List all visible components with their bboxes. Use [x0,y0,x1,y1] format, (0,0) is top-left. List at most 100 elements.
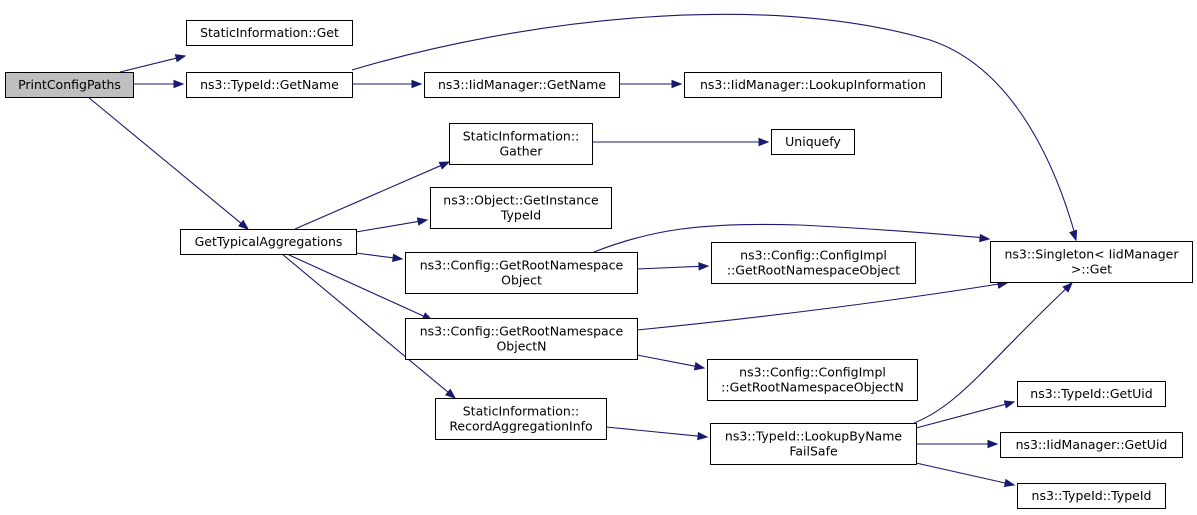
node-typeid-typeid[interactable]: ns3::TypeId::TypeId [1017,483,1166,509]
edge-printconfigpaths-to-typeid-getname-arrowhead [173,79,185,89]
edge-typeid-lookupbynamefailsafe-to-typeid-getuid-arrowhead [1003,400,1016,409]
node-uniquefy[interactable]: Uniquefy [771,129,855,155]
node-config-getrootnamespaceobject-box [405,252,638,294]
edge-gettypicalaggregations-to-config-getrootnamespaceobjectn-line [286,253,425,318]
edge-gettypicalaggregations-to-config-getrootnamespaceobject [355,252,404,262]
node-typeid-getuid-box [1017,381,1166,407]
node-config-getrootnamespaceobjectn[interactable]: ns3::Config::GetRootNamespaceObjectN [405,318,638,360]
node-iidmanager-getname[interactable]: ns3::IidManager::GetName [424,72,620,98]
edge-iidmanager-getname-to-iidmanager-lookupinformation [619,79,683,89]
edge-gettypicalaggregations-to-object-getinstancetypeid [355,217,429,233]
edge-config-getrootnamespaceobjectn-to-singleton-get-line [636,282,1006,331]
edge-gettypicalaggregations-to-staticinfo-gather-line [294,164,442,230]
edge-typeid-lookupbynamefailsafe-to-typeid-typeid-arrowhead [1003,478,1016,488]
node-staticinfo-gather-label-1: Gather [500,144,544,159]
edge-gettypicalaggregations-to-config-getrootnamespaceobject-arrowhead [392,253,404,262]
node-typeid-typeid-label-0: ns3::TypeId::TypeId [1032,488,1152,503]
edge-staticinfo-gather-to-uniquefy-arrowhead [758,137,770,147]
edge-typeid-lookupbynamefailsafe-to-singleton-get [913,282,1073,424]
node-config-getrootnamespaceobjectn-box [405,318,638,360]
edge-printconfigpaths-to-typeid-getname [133,79,185,89]
edge-staticinfo-recordaggregationinfo-to-typeid-lookupbynamefailsafe-arrowhead [697,431,709,441]
node-staticinfo-recordaggregationinfo-label-1: RecordAggregationInfo [449,419,592,434]
edge-typeid-lookupbynamefailsafe-to-iidmanager-getuid-arrowhead [987,439,999,449]
edge-typeid-getname-to-iidmanager-getname [352,79,423,89]
node-configimpl-getrootnamespaceobject-label-1: ::GetRootNamespaceObject [727,263,900,278]
node-singleton-get-box [990,241,1193,283]
node-uniquefy-box [771,129,855,155]
edge-config-getrootnamespaceobject-to-configimpl-getrootnamespaceobject [636,262,710,271]
node-config-getrootnamespaceobject-label-1: Object [501,273,542,288]
node-staticinfo-recordaggregationinfo-label-0: StaticInformation:: [463,404,580,419]
edge-config-getrootnamespaceobjectn-to-configimpl-getrootnamespaceobjectn-line [636,354,697,368]
edge-config-getrootnamespaceobject-to-singleton-get [593,223,991,253]
edge-gettypicalaggregations-to-object-getinstancetypeid-arrowhead [416,217,429,226]
edge-printconfigpaths-to-staticinfo-get-line [119,57,178,73]
edge-config-getrootnamespaceobjectn-to-singleton-get [636,280,1009,331]
edge-config-getrootnamespaceobject-to-configimpl-getrootnamespaceobject-line [636,265,701,270]
node-typeid-lookupbynamefailsafe-label-0: ns3::TypeId::LookupByName [725,429,902,444]
node-iidmanager-getname-box [424,72,620,98]
edge-typeid-lookupbynamefailsafe-to-typeid-typeid-line [915,462,1007,484]
edge-typeid-lookupbynamefailsafe-to-typeid-getuid [915,400,1016,429]
node-iidmanager-getuid[interactable]: ns3::IidManager::GetUid [1000,432,1183,458]
node-printconfigpaths[interactable]: PrintConfigPaths [5,72,134,98]
node-staticinfo-recordaggregationinfo-box [435,398,607,440]
node-staticinfo-get[interactable]: StaticInformation::Get [186,20,353,46]
node-singleton-get-label-0: ns3::Singleton< IidManager [1004,247,1179,262]
node-configimpl-getrootnamespaceobject-label-0: ns3::Config::ConfigImpl [740,248,887,263]
node-config-getrootnamespaceobject-label-0: ns3::Config::GetRootNamespace [420,258,624,273]
node-singleton-get[interactable]: ns3::Singleton< IidManager>::Get [990,241,1193,283]
node-typeid-getname[interactable]: ns3::TypeId::GetName [186,72,353,98]
node-typeid-lookupbynamefailsafe-box [710,423,917,465]
edge-printconfigpaths-to-gettypicalaggregations-line [87,96,243,225]
edge-printconfigpaths-to-gettypicalaggregations [87,96,250,230]
node-singleton-get-label-1: >::Get [1071,262,1112,277]
edge-config-getrootnamespaceobject-to-singleton-get-arrowhead [979,233,991,243]
node-iidmanager-lookupinformation-box [684,72,942,98]
node-gettypicalaggregations[interactable]: GetTypicalAggregations [180,229,357,255]
edge-config-getrootnamespaceobject-to-singleton-get-line [593,223,988,253]
node-iidmanager-getuid-box [1000,432,1183,458]
node-typeid-getuid[interactable]: ns3::TypeId::GetUid [1017,381,1166,407]
edge-typeid-lookupbynamefailsafe-to-iidmanager-getuid [916,439,999,449]
edge-typeid-getname-to-singleton-get-line [351,13,1077,239]
node-staticinfo-gather[interactable]: StaticInformation::Gather [449,123,593,165]
edge-config-getrootnamespaceobjectn-to-configimpl-getrootnamespaceobjectn-arrowhead [693,362,706,371]
node-configimpl-getrootnamespaceobject[interactable]: ns3::Config::ConfigImpl::GetRootNamespac… [711,242,916,284]
node-configimpl-getrootnamespaceobjectn[interactable]: ns3::Config::ConfigImpl::GetRootNamespac… [707,359,918,401]
node-typeid-lookupbynamefailsafe-label-1: FailSafe [789,444,838,459]
node-configimpl-getrootnamespaceobject-box [711,242,916,284]
node-iidmanager-lookupinformation[interactable]: ns3::IidManager::LookupInformation [684,72,942,98]
edge-gettypicalaggregations-to-staticinfo-gather [294,161,451,230]
node-gettypicalaggregations-label-0: GetTypicalAggregations [195,234,343,249]
node-config-getrootnamespaceobjectn-label-0: ns3::Config::GetRootNamespace [420,324,624,339]
node-object-getinstancetypeid-label-1: TypeId [500,208,541,223]
edge-typeid-getname-to-iidmanager-getname-arrowhead [411,79,423,89]
edge-iidmanager-getname-to-iidmanager-lookupinformation-arrowhead [671,79,683,89]
node-gettypicalaggregations-box [180,229,357,255]
edge-typeid-lookupbynamefailsafe-to-singleton-get-arrowhead [1062,282,1073,293]
node-typeid-getname-box [186,72,353,98]
call-graph-nodes: PrintConfigPaths StaticInformation::Getns… [5,20,1193,509]
node-staticinfo-gather-box [449,123,593,165]
edge-printconfigpaths-to-staticinfo-get-arrowhead [174,54,187,63]
node-staticinfo-recordaggregationinfo[interactable]: StaticInformation::RecordAggregationInfo [435,398,607,440]
edge-gettypicalaggregations-to-staticinfo-recordaggregationinfo-arrowhead [444,388,457,399]
edge-typeid-lookupbynamefailsafe-to-typeid-typeid [915,462,1016,488]
node-typeid-getname-label-0: ns3::TypeId::GetName [200,77,339,92]
edge-config-getrootnamespaceobjectn-to-configimpl-getrootnamespaceobjectn [636,354,706,371]
node-configimpl-getrootnamespaceobjectn-label-0: ns3::Config::ConfigImpl [739,365,886,380]
edge-staticinfo-gather-to-uniquefy [592,137,770,147]
edge-gettypicalaggregations-to-staticinfo-recordaggregationinfo-line [281,253,450,394]
node-iidmanager-getname-label-0: ns3::IidManager::GetName [438,77,606,92]
node-staticinfo-get-box [186,20,353,46]
node-printconfigpaths-box [5,72,134,98]
edge-gettypicalaggregations-to-staticinfo-gather-arrowhead [438,161,451,170]
node-config-getrootnamespaceobject[interactable]: ns3::Config::GetRootNamespaceObject [405,252,638,294]
edge-staticinfo-recordaggregationinfo-to-typeid-lookupbynamefailsafe [605,426,709,441]
node-configimpl-getrootnamespaceobjectn-box [707,359,918,401]
